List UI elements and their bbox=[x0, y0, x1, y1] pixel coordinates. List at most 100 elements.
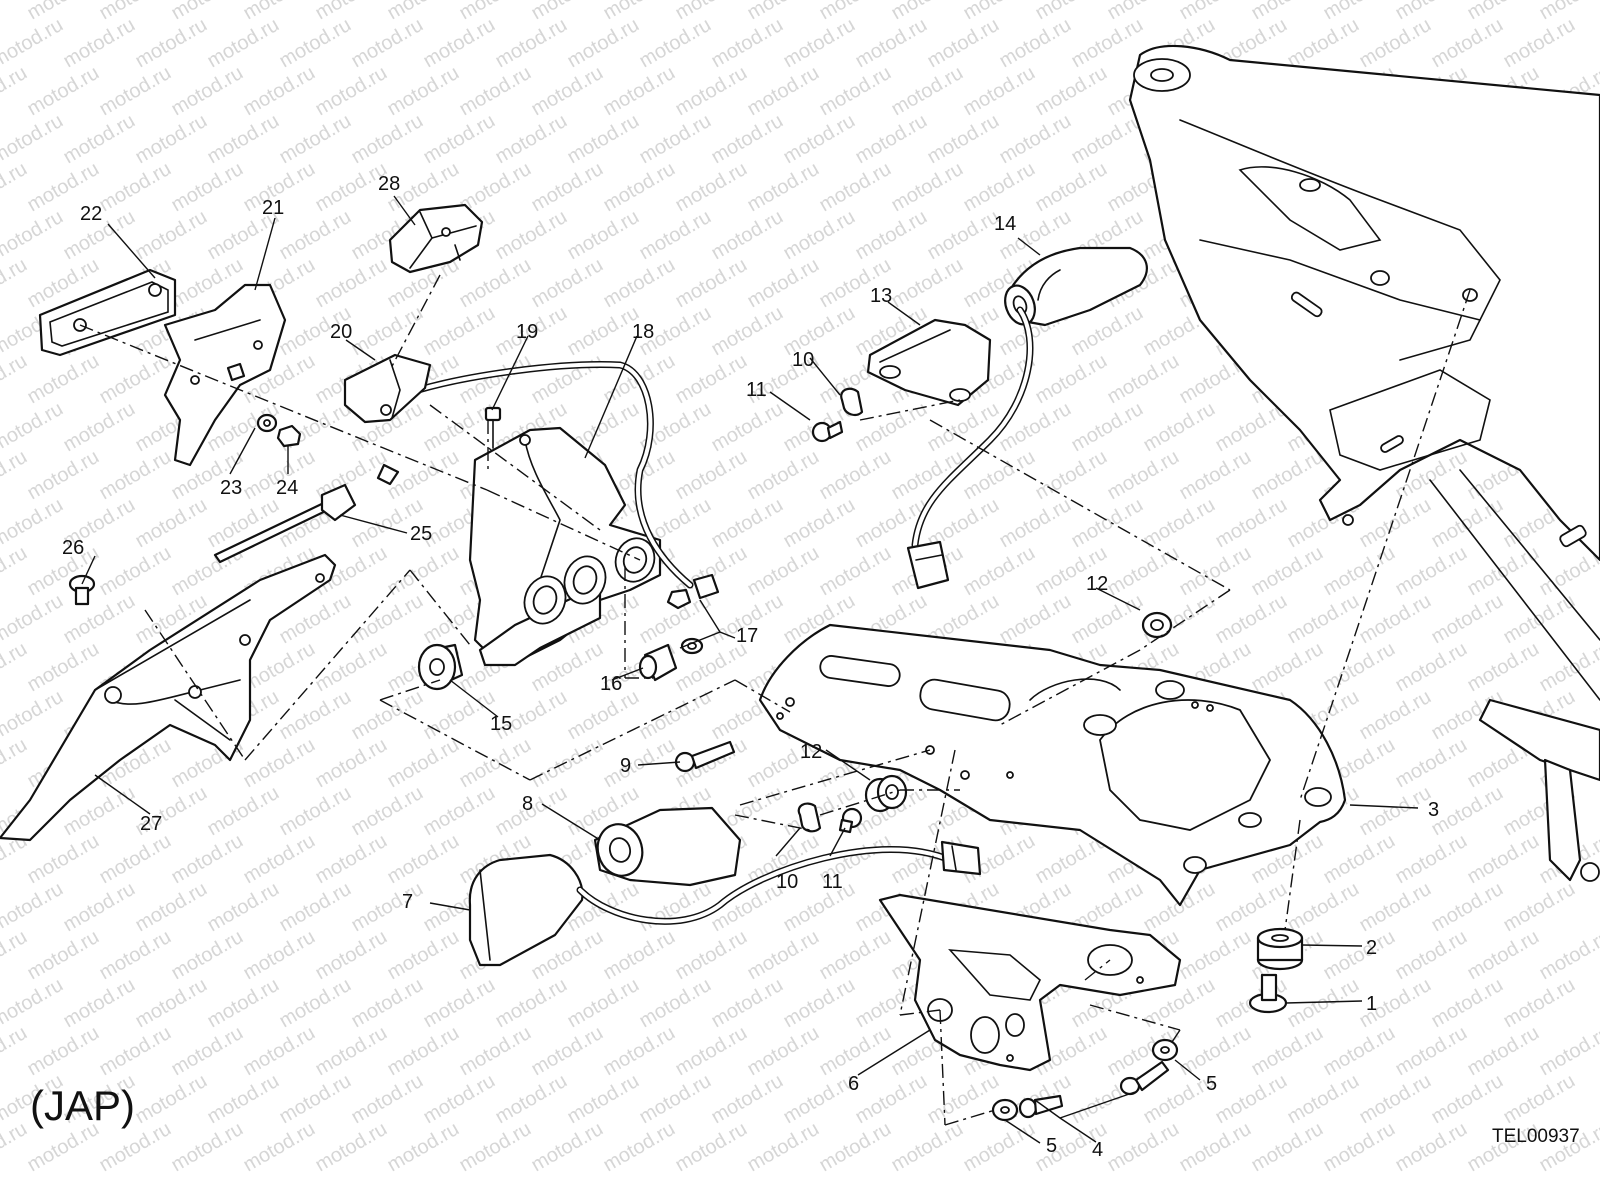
watermark-text: motod.ru bbox=[672, 254, 751, 313]
callout-3: 3 bbox=[1428, 799, 1439, 821]
watermark-text: motod.ru bbox=[312, 638, 391, 697]
watermark-text: motod.ru bbox=[132, 1070, 211, 1129]
watermark-text: motod.ru bbox=[312, 62, 391, 121]
watermark-text: motod.ru bbox=[1428, 1070, 1507, 1129]
watermark-text: motod.ru bbox=[636, 974, 715, 1033]
plate-bracket-27 bbox=[0, 553, 337, 842]
watermark-text: motod.ru bbox=[132, 494, 211, 553]
watermark-text: motod.ru bbox=[1392, 734, 1471, 793]
region-label: (JAP) bbox=[30, 1082, 135, 1129]
watermark-text: motod.ru bbox=[1248, 638, 1327, 697]
watermark-text: motod.ru bbox=[1392, 926, 1471, 985]
watermark-text: motod.ru bbox=[1500, 14, 1579, 73]
watermark-text: motod.ru bbox=[0, 926, 31, 985]
indicator-cable-left bbox=[576, 840, 982, 925]
watermark-text: motod.ru bbox=[672, 62, 751, 121]
watermark-text: motod.ru bbox=[24, 638, 103, 697]
watermark-text: motod.ru bbox=[528, 1118, 607, 1177]
watermark-text: motod.ru bbox=[672, 1022, 751, 1081]
watermark-text: motod.ru bbox=[24, 446, 103, 505]
watermark-text: motod.ru bbox=[1140, 494, 1219, 553]
screw-26 bbox=[68, 574, 96, 606]
screw-11-top bbox=[811, 420, 844, 443]
watermark-text: motod.ru bbox=[1356, 686, 1435, 745]
watermark-text: motod.ru bbox=[636, 14, 715, 73]
watermark-text: motod.ru bbox=[780, 110, 859, 169]
watermark-text: motod.ru bbox=[348, 974, 427, 1033]
watermark-text: motod.ru bbox=[1104, 1118, 1183, 1177]
callouts: 22 21 28 20 19 18 23 24 25 26 27 17 15 1… bbox=[62, 173, 1439, 1161]
watermark-text: motod.ru bbox=[780, 206, 859, 265]
watermark-text: motod.ru bbox=[0, 1022, 31, 1081]
watermark-text: motod.ru bbox=[1176, 542, 1255, 601]
watermark-text: motod.ru bbox=[1284, 590, 1363, 649]
watermark-text: motod.ru bbox=[1176, 0, 1255, 24]
watermark-text: motod.ru bbox=[924, 110, 1003, 169]
watermark-text: motod.ru bbox=[420, 1070, 499, 1129]
watermark-text: motod.ru bbox=[132, 878, 211, 937]
nut-24 bbox=[276, 424, 302, 448]
watermark-text: motod.ru bbox=[60, 878, 139, 937]
callout-5-right: 5 bbox=[1206, 1073, 1217, 1095]
watermark-text: motod.ru bbox=[564, 1070, 643, 1129]
watermark-text: motod.ru bbox=[240, 0, 319, 24]
nut-17 bbox=[666, 588, 692, 610]
callout-18: 18 bbox=[632, 321, 654, 343]
screw-11-bottom bbox=[838, 807, 863, 834]
screw-4-left bbox=[1018, 1094, 1064, 1119]
watermark-text: motod.ru bbox=[348, 1070, 427, 1129]
watermark-text: motod.ru bbox=[96, 0, 175, 24]
watermark-text: motod.ru bbox=[888, 254, 967, 313]
watermark-text: motod.ru bbox=[564, 110, 643, 169]
watermark-text: motod.ru bbox=[24, 350, 103, 409]
watermark-text: motod.ru bbox=[312, 0, 391, 24]
assembly-lines bbox=[79, 274, 1471, 1126]
callout-27: 27 bbox=[140, 813, 162, 835]
watermark-text: motod.ru bbox=[384, 1022, 463, 1081]
watermark-text: motod.ru bbox=[1284, 1070, 1363, 1129]
callout-1: 1 bbox=[1366, 993, 1377, 1015]
watermark-text: motod.ru bbox=[1104, 350, 1183, 409]
watermark-text: motod.ru bbox=[456, 62, 535, 121]
watermark-text: motod.ru bbox=[204, 878, 283, 937]
watermark-text: motod.ru bbox=[1428, 590, 1507, 649]
watermark-text: motod.ru bbox=[672, 1118, 751, 1177]
watermark-text: motod.ru bbox=[420, 110, 499, 169]
watermark-text: motod.ru bbox=[1104, 542, 1183, 601]
washer-5-right bbox=[1151, 1038, 1179, 1062]
taillight-cable bbox=[414, 361, 720, 600]
watermark-text: motod.ru bbox=[1464, 1022, 1543, 1081]
watermark-text: motod.ru bbox=[1500, 974, 1579, 1033]
watermark-text: motod.ru bbox=[0, 62, 31, 121]
watermark-text: motod.ru bbox=[384, 926, 463, 985]
watermark-text: motod.ru bbox=[996, 494, 1075, 553]
watermark-text: motod.ru bbox=[384, 542, 463, 601]
watermark-text: motod.ru bbox=[1320, 1118, 1399, 1177]
watermark-text: motod.ru bbox=[1320, 1022, 1399, 1081]
washer-5-left bbox=[991, 1098, 1019, 1122]
watermark-text: motod.ru bbox=[276, 14, 355, 73]
callout-2: 2 bbox=[1366, 937, 1377, 959]
watermark-text: motod.ru bbox=[60, 398, 139, 457]
callout-8: 8 bbox=[522, 793, 533, 815]
callout-21: 21 bbox=[262, 197, 284, 219]
watermark-text: motod.ru bbox=[996, 110, 1075, 169]
watermark-text: motod.ru bbox=[888, 1118, 967, 1177]
watermark-text: motod.ru bbox=[1428, 14, 1507, 73]
watermark-text: motod.ru bbox=[1428, 494, 1507, 553]
watermark-text: motod.ru bbox=[852, 206, 931, 265]
watermark-text: motod.ru bbox=[600, 1022, 679, 1081]
watermark-text: motod.ru bbox=[528, 158, 607, 217]
watermark-text: motod.ru bbox=[276, 974, 355, 1033]
watermark-text: motod.ru bbox=[132, 14, 211, 73]
watermark-text: motod.ru bbox=[1104, 446, 1183, 505]
watermark-text: motod.ru bbox=[240, 62, 319, 121]
watermark-text: motod.ru bbox=[0, 446, 31, 505]
watermark-text: motod.ru bbox=[168, 1022, 247, 1081]
watermark-text: motod.ru bbox=[1500, 878, 1579, 937]
watermark-text: motod.ru bbox=[852, 398, 931, 457]
watermark-text: motod.ru bbox=[312, 926, 391, 985]
indicator-support-8 bbox=[593, 806, 742, 887]
watermark-text: motod.ru bbox=[492, 1070, 571, 1129]
watermark-text: motod.ru bbox=[168, 1118, 247, 1177]
